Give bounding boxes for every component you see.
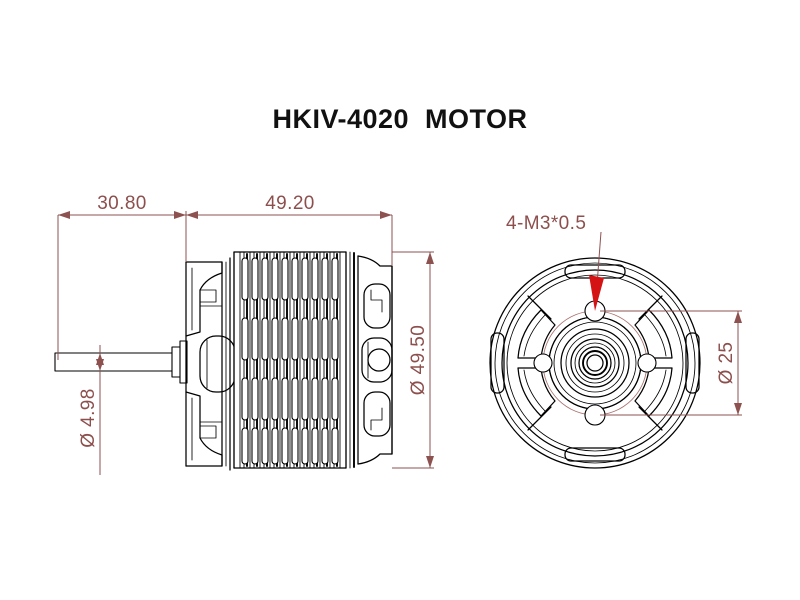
motor-shaft [54, 352, 176, 372]
front-elevation-view [489, 257, 701, 469]
outer-diameter-circle [489, 257, 701, 469]
hub-rings [548, 316, 642, 410]
dimension-shaft-length: 30.80 [57, 193, 187, 360]
dimension-bolt-circle: Ø 25 [600, 310, 742, 416]
spoke-ribs [527, 295, 663, 431]
shaft-shoulder [171, 340, 188, 384]
dimension-body-diameter: Ø 49.50 [392, 251, 434, 469]
fin-vent-slots [241, 257, 339, 465]
rim-vent-slots [490, 264, 700, 462]
page-title: HKIV-4020 MOTOR [272, 104, 528, 134]
leader-arrow-icon [589, 275, 604, 311]
cooling-fins [239, 252, 341, 468]
side-elevation-view [54, 251, 393, 471]
dimension-label-4-98: Ø 4.98 [78, 388, 99, 447]
dimension-label-49-20: 49.20 [265, 193, 315, 214]
annotation-label-4-m3: 4-M3*0.5 [506, 213, 586, 234]
dimension-label-30-80: 30.80 [97, 193, 147, 214]
leader-line [596, 231, 602, 286]
front-end-bell [185, 257, 236, 471]
annotation-mounting-thread: 4-M3*0.5 [506, 213, 604, 311]
dimension-label-49-50: Ø 49.50 [408, 325, 429, 395]
dimension-body-length: 49.20 [186, 193, 393, 266]
dimension-shaft-diameter: Ø 4.98 [78, 345, 104, 475]
rear-end-bell [345, 251, 393, 469]
finned-housing [233, 251, 347, 469]
dimension-label-25: Ø 25 [716, 342, 737, 385]
